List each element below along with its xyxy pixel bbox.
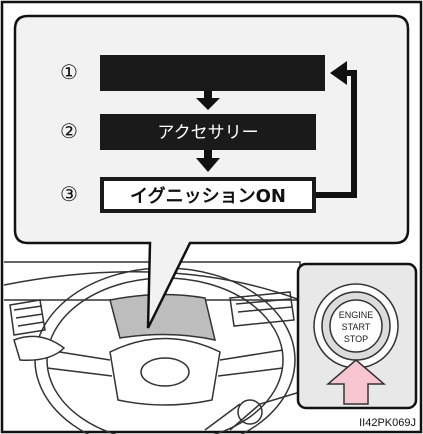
engine-button-label-line2: START — [342, 322, 371, 332]
loop-arrow-icon — [316, 61, 357, 198]
engine-button-label-line3: STOP — [344, 334, 368, 344]
step-label-2: アクセサリー — [157, 123, 258, 143]
figure-code: II42PK069J — [359, 417, 416, 429]
callout-bubble — [13, 14, 410, 329]
step-number-3: ③ — [60, 182, 78, 206]
step-box-3-inner — [104, 181, 312, 209]
step-number-2: ② — [60, 119, 78, 143]
step-box-2 — [100, 114, 316, 150]
press-arrow-icon — [325, 359, 387, 405]
engine-button-label-line1: ENGINE — [339, 310, 374, 320]
down-arrow-icon — [196, 91, 220, 110]
down-arrow-icon — [196, 150, 220, 172]
instrument-cluster — [109, 293, 217, 341]
engine-start-stop-button[interactable] — [329, 299, 383, 353]
step-number-1: ① — [60, 60, 78, 84]
step-box-1 — [100, 55, 325, 91]
step-label-3: イグニッションON — [130, 185, 286, 207]
